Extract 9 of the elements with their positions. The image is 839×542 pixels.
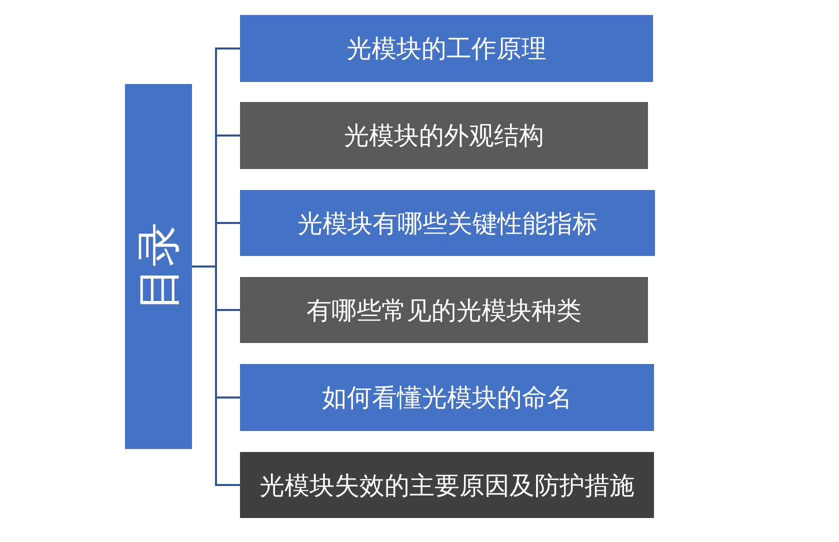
connector-line [192,266,240,486]
vertical-title: 目录 [132,222,185,310]
topic-box: 有哪些常见的光模块种类 [240,277,648,343]
topic-box: 光模块失效的主要原因及防护措施 [240,452,654,518]
topic-box: 如何看懂光模块的命名 [240,364,654,431]
title-bar [125,84,192,449]
topic-box: 光模块的外观结构 [240,102,648,169]
topic-box: 光模块的工作原理 [240,15,653,82]
topic-box: 光模块有哪些关键性能指标 [240,190,655,256]
